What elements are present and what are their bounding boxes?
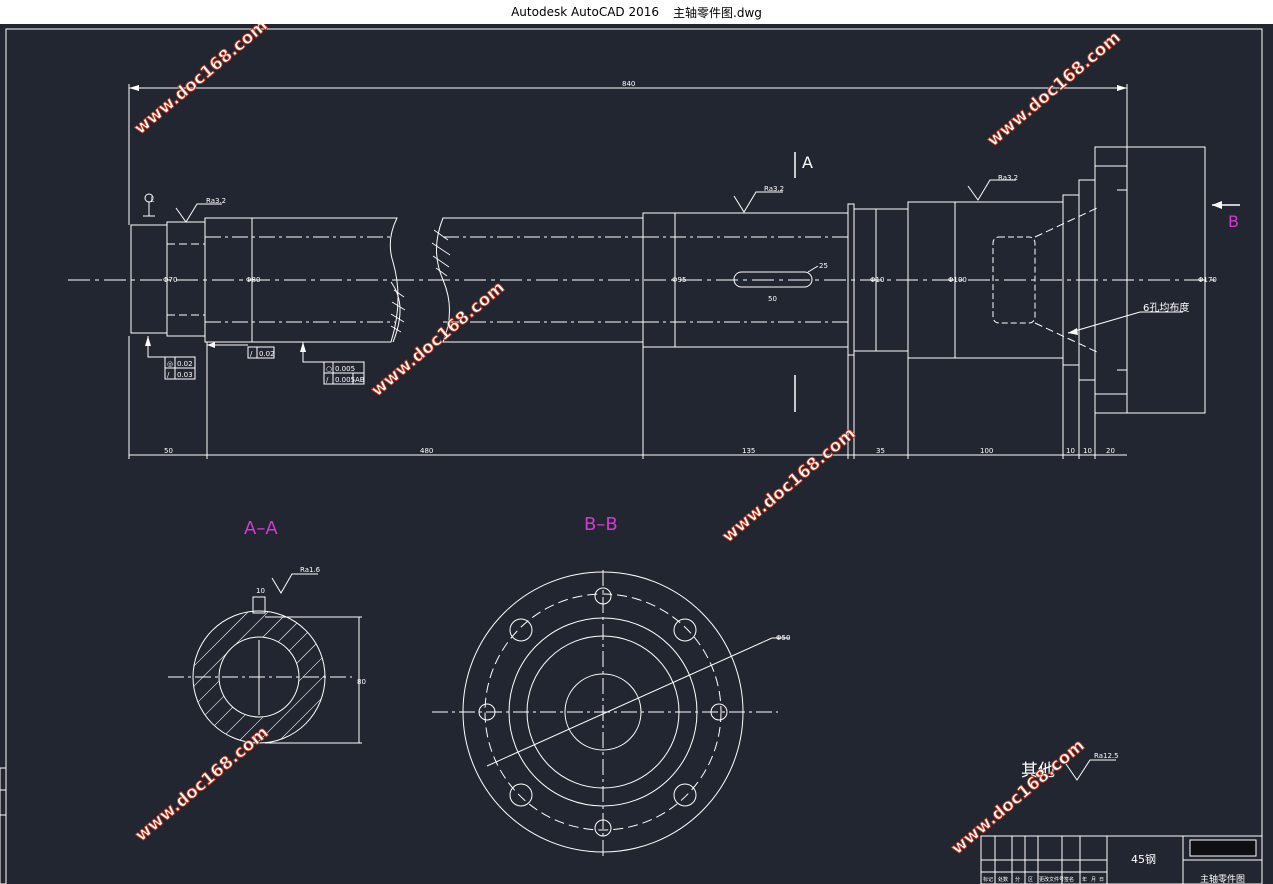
section-b-title: B–B [584, 514, 618, 535]
watermark: www.doc168.com [130, 24, 271, 139]
tolerance-symbol: ○ [326, 365, 332, 373]
title-block[interactable] [980, 835, 1263, 884]
file-name: 主轴零件图.dwg [673, 5, 762, 20]
bottom-dim: 135 [742, 447, 755, 455]
title-block-header: 分 [1015, 876, 1020, 883]
title-block-header: 年 [1082, 876, 1087, 883]
bolt-circle-dim: Φ50 [776, 634, 790, 642]
roughness-label: Ra3.2 [764, 185, 784, 193]
bottom-dim: 100 [980, 447, 993, 455]
watermark: www.doc168.com [983, 28, 1124, 151]
tolerance-symbol: ◎ [167, 360, 173, 368]
section-b-view[interactable] [432, 570, 790, 860]
shaft-end-left [130, 224, 168, 334]
bolt-hole [673, 618, 697, 642]
section-a-roughness: Ra1.6 [300, 566, 321, 574]
section-mark-a: A [802, 153, 813, 172]
tolerance-value: 0.02 [177, 360, 193, 368]
section-a-title: A–A [244, 518, 278, 539]
tolerance-value: 0.005 [335, 365, 355, 373]
bolt-hole [509, 618, 533, 642]
tolerance-datum: AB [355, 376, 365, 384]
title-block-header: 区 [1028, 877, 1033, 883]
section-a-view[interactable] [168, 573, 362, 790]
keyway [733, 271, 813, 288]
bottom-dim: 50 [164, 447, 173, 455]
part-name-label: 主轴零件图 [1200, 873, 1245, 884]
bottom-dim: 10 [1066, 447, 1075, 455]
title-block-header: 更改文件号 [1039, 876, 1064, 883]
bolt-hole [594, 587, 612, 605]
tolerance-symbol: / [167, 371, 170, 379]
tolerance-symbol: / [250, 350, 253, 358]
shaft-body-left [204, 217, 399, 343]
roughness-label: Ra3.2 [998, 174, 1018, 182]
roughness-label: Ra3.2 [206, 197, 226, 205]
bolt-hole [478, 703, 496, 721]
other-roughness-label: 其他 [1021, 761, 1055, 781]
tolerance-value: 0.02 [259, 350, 275, 358]
bottom-dim: 35 [876, 447, 885, 455]
section-a-keyway-dim: 10 [256, 587, 265, 595]
diameter-label: Φ95 [672, 276, 686, 284]
tolerance-value: 0.005 [335, 376, 355, 384]
main-shaft-view[interactable] [68, 84, 1240, 459]
bolt-hole [594, 819, 612, 837]
bolt-hole [509, 783, 533, 807]
section-a-height-dim: 80 [357, 678, 366, 686]
datum-symbol: ⊥ [148, 195, 155, 204]
other-roughness-value: Ra12.5 [1094, 752, 1119, 760]
overall-length-dim: 840 [622, 80, 635, 88]
drawing-border [5, 28, 1263, 884]
title-block-header: 日 [1099, 877, 1104, 883]
title-block-header: 签名 [1064, 876, 1074, 883]
keyway-length-dim: 50 [768, 295, 777, 303]
window-title-bar: Autodesk AutoCAD 2016 主轴零件图.dwg [0, 0, 1273, 24]
hole-note: 6孔均布度 [1143, 301, 1189, 314]
shaft-body-right [436, 217, 644, 343]
diameter-label: Φ170 [1198, 276, 1217, 284]
material-label: 45钢 [1131, 853, 1156, 866]
tolerance-value: 0.03 [177, 371, 193, 379]
bottom-dim: 480 [420, 447, 433, 455]
bottom-dim: 20 [1106, 447, 1115, 455]
title-block-header: 月 [1091, 877, 1096, 883]
tolerance-symbol: / [326, 376, 329, 384]
watermark: www.doc168.com [947, 736, 1088, 859]
diameter-label: Φ80 [246, 276, 260, 284]
drawing-canvas[interactable]: 840 Ra3.2 Ra3.2 Ra3.2 Φ70 Φ80 Φ95 Φ10 Φ1… [0, 24, 1273, 884]
other-roughness-symbol [1065, 759, 1116, 781]
watermark: www.doc168.com [718, 424, 859, 547]
diameter-label: Φ70 [163, 276, 177, 284]
title-block-header: 处数 [998, 876, 1008, 883]
app-title: Autodesk AutoCAD 2016 [511, 5, 660, 19]
title-block-header: 标记 [983, 876, 993, 883]
diameter-label: Φ10 [870, 276, 884, 284]
bolt-circle [484, 593, 722, 831]
bottom-dim: 10 [1083, 447, 1092, 455]
bolt-hole [710, 703, 728, 721]
bolt-hole [673, 783, 697, 807]
watermark: www.doc168.com [131, 723, 272, 846]
keyway-width-dim: 25 [819, 262, 828, 270]
watermark: www.doc168.com [367, 278, 508, 401]
section-mark-b: B [1228, 212, 1239, 231]
diameter-label: Φ100 [948, 276, 967, 284]
